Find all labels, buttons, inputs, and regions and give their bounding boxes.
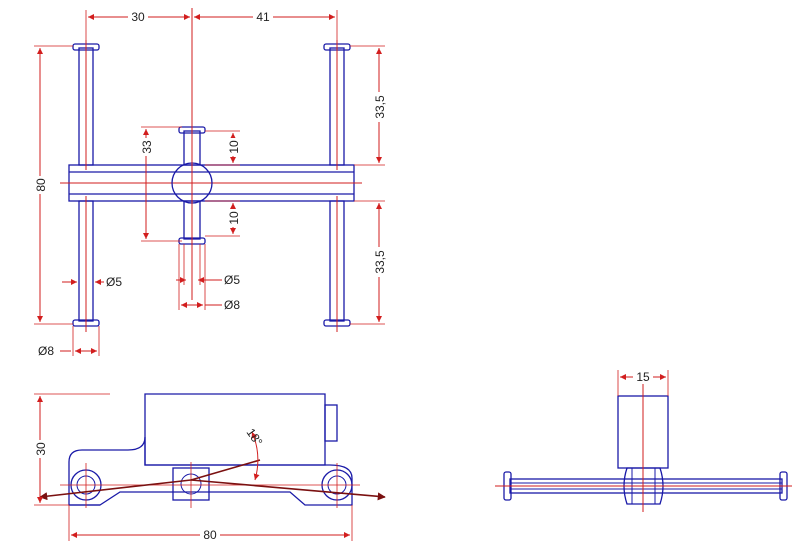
dim-shaft-dia-left: Ø5 (106, 275, 122, 289)
horizontal-bar (60, 164, 362, 202)
dim-collar-dia-center: Ø8 (224, 298, 240, 312)
dim-upper-stub: 10 (227, 140, 241, 154)
dimension-left-collar-dia: Ø8 (38, 326, 100, 358)
dim-side-width: 15 (636, 370, 650, 384)
dimension-left-shaft-dia: Ø5 (62, 275, 122, 289)
dimension-stubs: 10 10 (205, 130, 241, 237)
dim-center-span: 33 (140, 140, 154, 154)
force-arrow-left (39, 479, 192, 501)
dim-angle: 18° (244, 426, 266, 449)
front-base (68, 436, 353, 506)
dimension-front-width: 80 (68, 505, 353, 542)
left-upper-shaft (72, 40, 100, 170)
dimension-shaft-lengths: 33,5 33,5 (350, 45, 387, 325)
dim-right-spacing: 41 (256, 10, 270, 24)
dim-lower-length: 33,5 (373, 250, 387, 274)
dim-shaft-dia-center: Ø5 (224, 273, 240, 287)
dimension-spacing: 30 41 (85, 9, 338, 44)
dim-total-height: 80 (34, 178, 48, 192)
dim-left-spacing: 30 (131, 10, 145, 24)
dimension-front-height: 30 (33, 393, 110, 506)
right-lower-shaft (323, 196, 351, 332)
dimension-side-width: 15 (617, 370, 669, 396)
dimension-center-span: 33 (139, 126, 182, 242)
dim-front-height: 30 (34, 442, 48, 456)
dim-front-width: 80 (203, 528, 217, 542)
right-upper-shaft (323, 40, 351, 170)
side-hub (623, 467, 664, 505)
dim-lower-stub: 10 (227, 211, 241, 225)
dimension-total-height: 80 (33, 45, 73, 325)
force-arrow-right (190, 479, 386, 501)
dim-upper-length: 33,5 (373, 95, 387, 119)
dim-collar-dia-left: Ø8 (38, 344, 54, 358)
front-view: 18° 30 80 (33, 393, 386, 542)
front-side-knob (324, 404, 338, 442)
angle-arc (251, 431, 260, 481)
front-top-block (144, 393, 326, 466)
left-lower-shaft (72, 196, 100, 332)
dimension-center-diameters: Ø5 Ø8 (176, 244, 240, 312)
top-view: 30 41 33,5 33,5 80 (33, 8, 387, 358)
side-view: 15 (495, 370, 792, 512)
